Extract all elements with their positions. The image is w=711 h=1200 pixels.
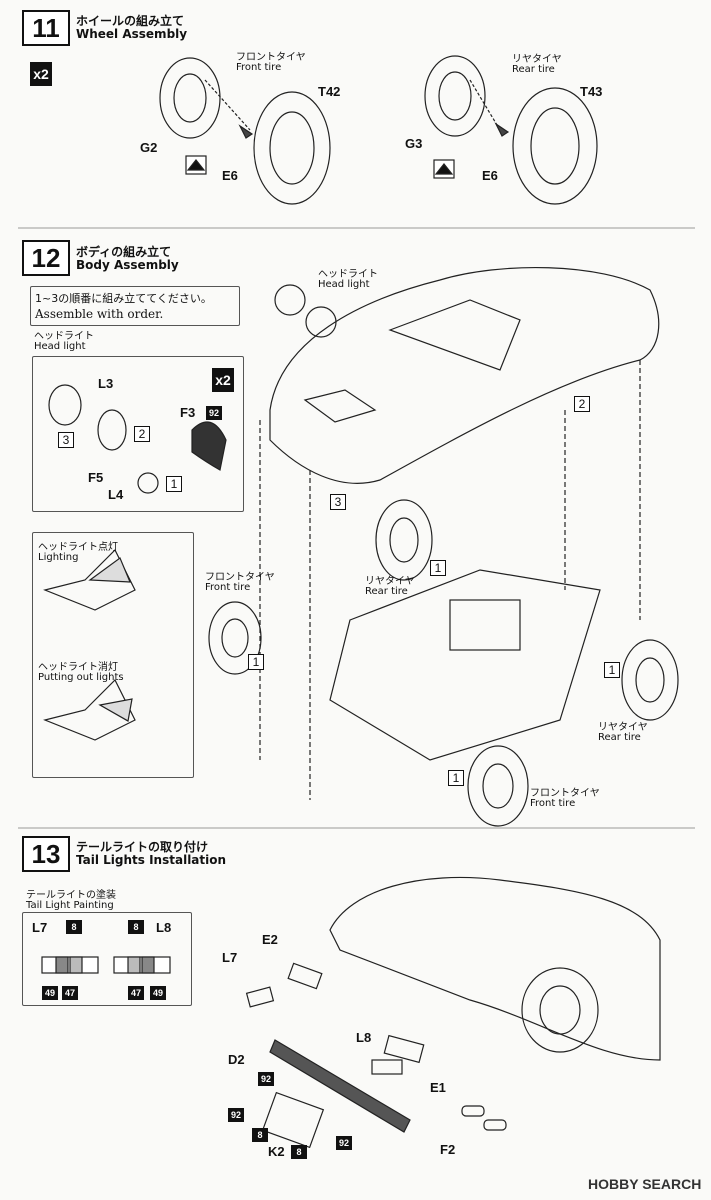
- part-f2: F2: [440, 1142, 456, 1157]
- step-11-title-en: Wheel Assembly: [76, 27, 188, 41]
- color-8-b: 8: [128, 920, 144, 934]
- front-tire-12-jp: フロントタイヤ: [205, 572, 275, 583]
- headlight-detail-box: [32, 356, 244, 512]
- color-92-f3: 92: [206, 406, 222, 420]
- color-47-a: 47: [62, 986, 78, 1000]
- headlight-2: [305, 306, 337, 338]
- order-1-box: 1: [166, 476, 182, 492]
- order-3-box: 3: [58, 432, 74, 448]
- color-47-b: 47: [128, 986, 144, 1000]
- part-e2: E2: [262, 932, 278, 947]
- tail-painting-box: [22, 912, 192, 1006]
- part-l8-swatch: L8: [156, 920, 172, 935]
- front-tire-12b-en: Front tire: [530, 798, 576, 809]
- part-t42: T42: [318, 84, 341, 99]
- part-l7: L7: [222, 950, 238, 965]
- rear-tire-label-en: Rear tire: [512, 64, 555, 75]
- rear-tire-12b-jp: リヤタイヤ: [598, 722, 648, 733]
- color-8-c: 8: [252, 1128, 268, 1142]
- assembly-order-note: 1~3の順番に組み立ててください。 Assemble with order.: [30, 286, 240, 326]
- rear-tire-12b-en: Rear tire: [598, 732, 641, 743]
- step-12-title-jp: ボディの組み立て: [76, 245, 172, 259]
- rear-tire-label-jp: リヤタイヤ: [512, 54, 562, 65]
- note-en: Assemble with order.: [35, 307, 164, 321]
- headlight-1: [274, 284, 306, 316]
- front-wheel-rim: [159, 57, 221, 139]
- rear-grille-d2: [269, 1039, 411, 1133]
- order-1-upper: 1: [430, 560, 446, 576]
- step-13-title-jp: テールライトの取り付け: [76, 840, 209, 854]
- tail-painting-jp: テールライトの塗装: [26, 890, 116, 901]
- order-2-box: 2: [134, 426, 150, 442]
- part-k2: K2: [268, 1144, 285, 1159]
- part-g3: G3: [405, 136, 423, 151]
- order-1-lower: 1: [448, 770, 464, 786]
- box-headlight-label-en: Head light: [34, 341, 86, 352]
- front-tire-upper: [375, 499, 433, 581]
- color-49-a: 49: [42, 986, 58, 1000]
- step-11-number: 11: [22, 10, 70, 46]
- headlight-label-jp: ヘッドライト: [318, 269, 378, 280]
- part-e6-a: E6: [222, 168, 238, 183]
- part-f3: F3: [180, 405, 196, 420]
- x2-badge-headlight: x2: [212, 368, 234, 392]
- part-g2: G2: [140, 140, 158, 155]
- rear-tire-right: [621, 639, 679, 721]
- note-jp: 1~3の順番に組み立ててください。: [35, 292, 212, 305]
- order-1-right: 1: [604, 662, 620, 678]
- headlight-label-en: Head light: [318, 279, 370, 290]
- rear-wheel-rim: [424, 55, 486, 137]
- order-3-body: 3: [330, 494, 346, 510]
- part-l7-swatch: L7: [32, 920, 48, 935]
- part-l4: L4: [108, 487, 124, 502]
- tail-painting-en: Tail Light Painting: [26, 900, 114, 911]
- rear-tire-t43: [512, 87, 598, 205]
- rear-tire-12-jp: リヤタイヤ: [365, 576, 415, 587]
- front-tire-label-jp: フロントタイヤ: [236, 52, 306, 63]
- order-2-body: 2: [574, 396, 590, 412]
- part-l3: L3: [98, 376, 114, 391]
- chassis: [329, 569, 601, 761]
- color-8-d: 8: [291, 1145, 307, 1159]
- part-d2: D2: [228, 1052, 245, 1067]
- step-12-title-en: Body Assembly: [76, 258, 179, 272]
- step-12-number: 12: [22, 240, 70, 276]
- front-tire-lower: [467, 745, 529, 827]
- color-49-b: 49: [150, 986, 166, 1000]
- part-l8: L8: [356, 1030, 372, 1045]
- car-body: [269, 266, 660, 484]
- putout-label-jp: ヘッドライト消灯: [38, 662, 118, 673]
- lighting-panel-box: [32, 532, 194, 778]
- step-13-title-en: Tail Lights Installation: [76, 853, 227, 867]
- front-tire-12-en: Front tire: [205, 582, 251, 593]
- front-tire-left: [208, 601, 262, 675]
- color-8-a: 8: [66, 920, 82, 934]
- front-tire-12b-jp: フロントタイヤ: [530, 788, 600, 799]
- rear-body: [329, 876, 661, 1061]
- part-f5: F5: [88, 470, 104, 485]
- step-13-number: 13: [22, 836, 70, 872]
- lighting-label-en: Lighting: [38, 552, 79, 563]
- order-1-left: 1: [248, 654, 264, 670]
- part-e6-b: E6: [482, 168, 498, 183]
- color-92-b: 92: [228, 1108, 244, 1122]
- color-92-a: 92: [258, 1072, 274, 1086]
- rear-tire-12-en: Rear tire: [365, 586, 408, 597]
- box-headlight-label-jp: ヘッドライト: [34, 331, 94, 342]
- hobby-search-watermark: HOBBY SEARCH: [588, 1176, 702, 1192]
- x2-badge: x2: [30, 62, 52, 86]
- front-tire-label-en: Front tire: [236, 62, 282, 73]
- putout-label-en: Putting out lights: [38, 672, 124, 683]
- front-tire-t42: [253, 91, 331, 205]
- part-e1: E1: [430, 1080, 446, 1095]
- step-11-title-jp: ホイールの組み立て: [76, 14, 185, 28]
- lighting-label-jp: ヘッドライト点灯: [38, 542, 118, 553]
- part-t43: T43: [580, 84, 603, 99]
- color-92-c: 92: [336, 1136, 352, 1150]
